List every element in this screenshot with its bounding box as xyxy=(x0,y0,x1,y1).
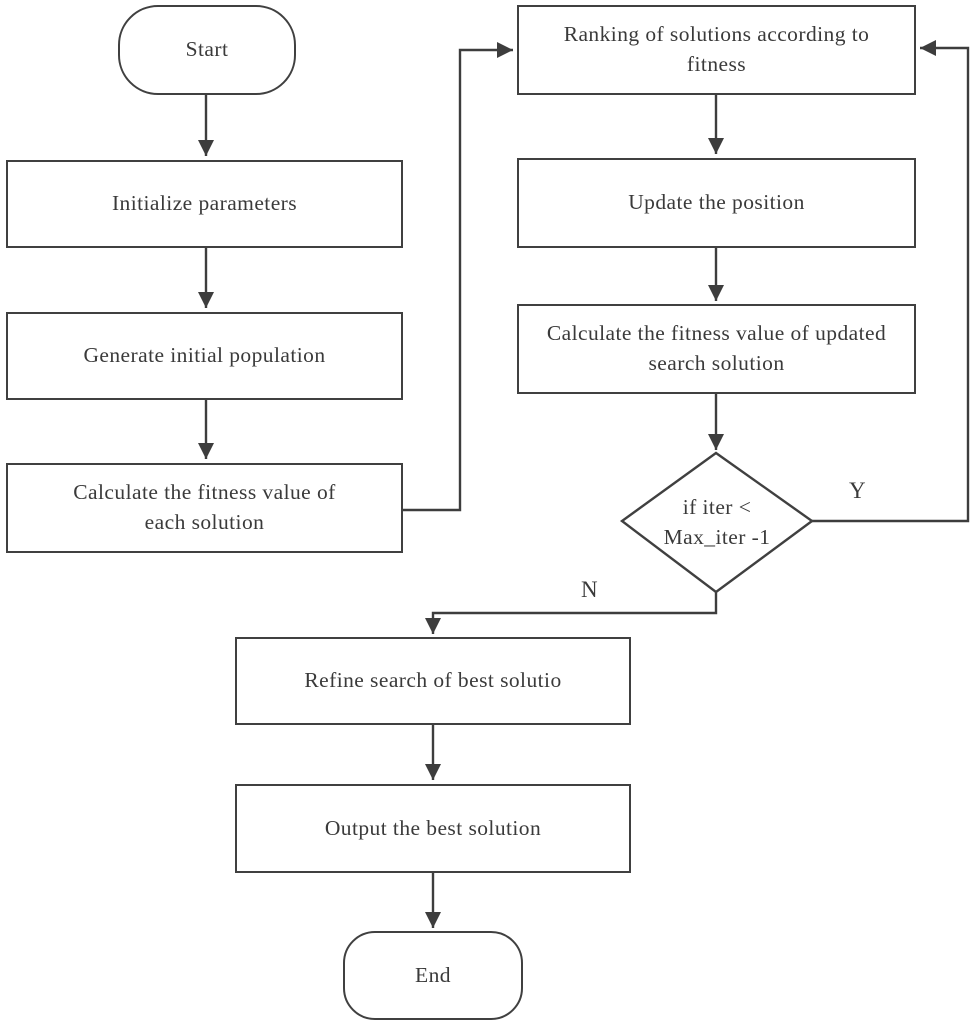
node-end: End xyxy=(343,931,523,1020)
node-calculate-fitness-each-line2: each solution xyxy=(144,510,265,534)
node-update-position: Update the position xyxy=(517,158,916,248)
node-start: Start xyxy=(118,5,296,95)
node-decision-iteration-line1: if iter < xyxy=(682,494,752,519)
edge-decision-yes-to-ranking xyxy=(812,40,970,523)
node-decision-iteration-line2: Max_iter -1 xyxy=(663,524,771,549)
edge-label-no: N xyxy=(581,577,599,602)
node-calculate-fitness-updated-line2: search solution xyxy=(648,351,785,375)
node-initialize-parameters: Initialize parameters xyxy=(6,160,403,248)
node-start-label: Start xyxy=(185,37,229,62)
node-refine-search: Refine search of best solutio xyxy=(235,637,631,725)
node-calculate-fitness-updated: Calculate the fitness value of updated s… xyxy=(517,304,916,394)
node-generate-initial-population-label: Generate initial population xyxy=(83,343,326,368)
node-decision-iteration: if iter < Max_iter -1 xyxy=(622,453,812,592)
node-end-label: End xyxy=(415,962,451,987)
node-refine-search-label: Refine search of best solutio xyxy=(304,668,562,693)
edge-decision-no-to-refine xyxy=(425,592,718,634)
node-calculate-fitness-each: Calculate the fitness value of each solu… xyxy=(6,463,403,553)
node-generate-initial-population: Generate initial population xyxy=(6,312,403,400)
node-output-best-solution: Output the best solution xyxy=(235,784,631,873)
edge-label-yes: Y xyxy=(849,478,867,503)
decision-diamond-shape xyxy=(619,451,815,594)
edge-calcfitness-to-ranking xyxy=(403,42,513,512)
node-update-position-label: Update the position xyxy=(628,190,805,215)
node-ranking-solutions: Ranking of solutions according to fitnes… xyxy=(517,5,916,95)
node-calculate-fitness-each-line1: Calculate the fitness value of xyxy=(73,480,336,505)
node-ranking-solutions-line2: fitness xyxy=(686,52,747,76)
node-calculate-fitness-updated-line1: Calculate the fitness value of updated xyxy=(546,321,887,346)
node-ranking-solutions-line1: Ranking of solutions according to xyxy=(563,22,870,47)
node-initialize-parameters-label: Initialize parameters xyxy=(111,191,298,216)
node-output-best-solution-label: Output the best solution xyxy=(324,815,542,840)
